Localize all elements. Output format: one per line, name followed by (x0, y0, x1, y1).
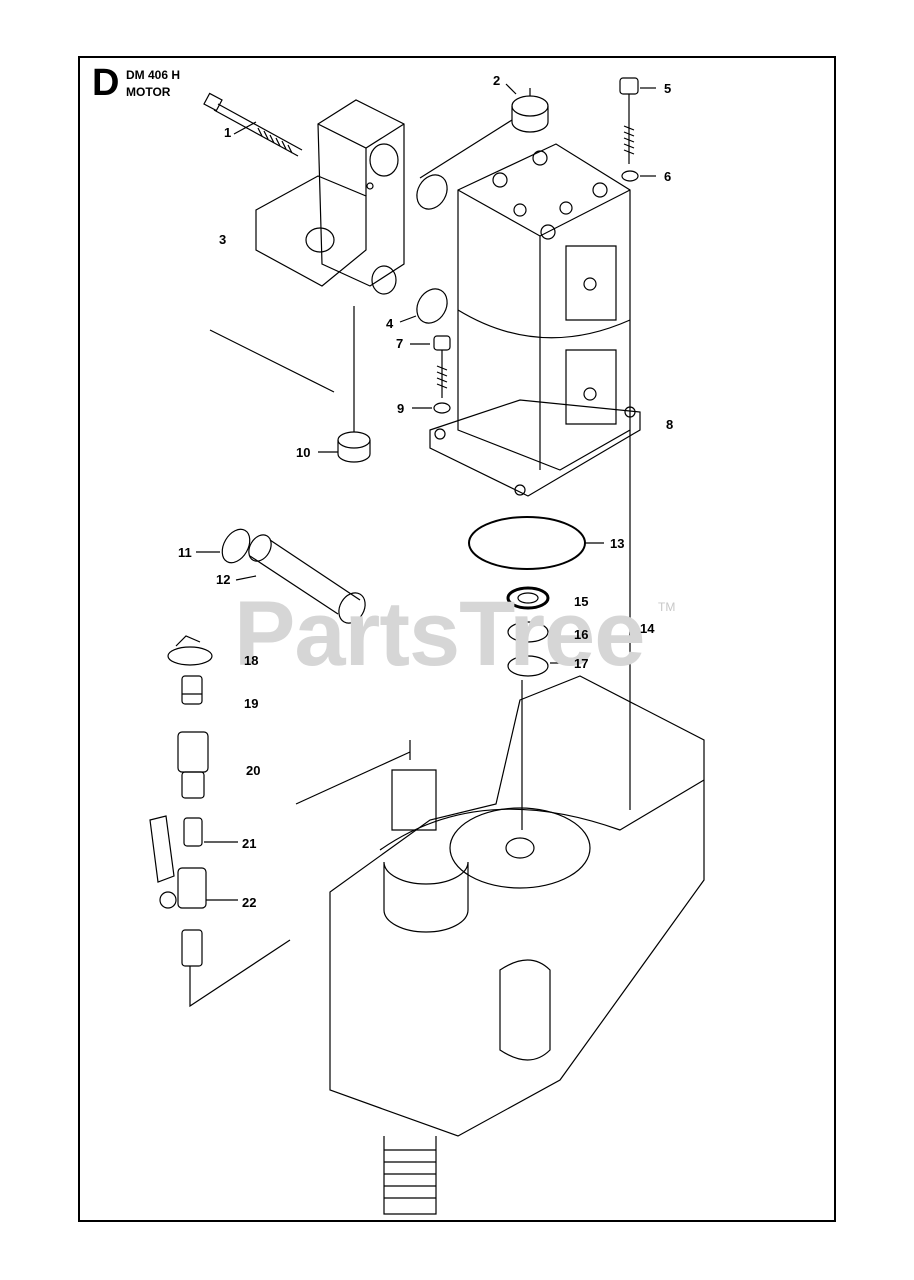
part-9-washer[interactable] (434, 403, 450, 413)
callout-11[interactable]: 11 (178, 545, 192, 560)
callout-22[interactable]: 22 (242, 895, 257, 910)
part-21-nipple[interactable] (184, 818, 202, 846)
gear-housing[interactable] (330, 676, 704, 1214)
callout-1[interactable]: 1 (224, 125, 232, 140)
part-18-hose-clamp[interactable] (168, 636, 212, 665)
diagram-frame (78, 56, 836, 1222)
callout-12[interactable]: 12 (216, 572, 231, 587)
part-15-bearing-seal[interactable] (508, 588, 548, 608)
callout-17[interactable]: 17 (574, 656, 589, 671)
callout-13[interactable]: 13 (610, 536, 625, 551)
part-5-screw[interactable] (620, 78, 638, 164)
part-2-plug[interactable] (420, 88, 548, 178)
model-number: DM 406 H (126, 68, 181, 82)
callout-4[interactable]: 4 (386, 316, 394, 331)
part-1-bolt[interactable] (204, 93, 302, 156)
part-17-circlip[interactable] (508, 656, 548, 676)
callout-3[interactable]: 3 (219, 232, 227, 247)
part-20-coupling[interactable] (178, 732, 208, 798)
part-22-ball-valve[interactable] (150, 816, 290, 1006)
diagram-subtitle: MOTOR (126, 85, 171, 99)
callout-5[interactable]: 5 (664, 81, 672, 96)
part-19-hose-nipple[interactable] (182, 676, 202, 704)
motor-body[interactable] (430, 144, 640, 496)
callout-7[interactable]: 7 (396, 336, 404, 351)
part-10-plug[interactable] (338, 306, 370, 462)
part-16-washer[interactable] (508, 622, 548, 642)
part-7-screw[interactable] (434, 336, 450, 398)
part-4-o-rings[interactable] (411, 169, 453, 328)
assembly-line-1 (210, 330, 334, 392)
assembly-line-2 (296, 752, 410, 804)
callout-18[interactable]: 18 (244, 653, 259, 668)
callout-15[interactable]: 15 (574, 594, 589, 609)
watermark: PartsTree (234, 583, 645, 685)
callout-2[interactable]: 2 (493, 73, 501, 88)
callout-9[interactable]: 9 (397, 401, 405, 416)
part-13-seal-ring[interactable] (469, 517, 585, 569)
part-12-sleeve[interactable] (244, 531, 370, 628)
leader-lines (196, 84, 656, 900)
callout-21[interactable]: 21 (242, 836, 257, 851)
callout-20[interactable]: 20 (246, 763, 261, 778)
callout-10[interactable]: 10 (296, 445, 311, 460)
part-6-washer[interactable] (622, 171, 638, 181)
callout-14[interactable]: 14 (640, 621, 655, 636)
callout-16[interactable]: 16 (574, 627, 589, 642)
watermark-trademark: TM (658, 600, 676, 614)
callout-19[interactable]: 19 (244, 696, 259, 711)
callout-6[interactable]: 6 (664, 169, 672, 184)
section-letter: D (92, 62, 120, 104)
part-3-manifold-block[interactable] (256, 100, 404, 294)
part-11-o-ring[interactable] (217, 524, 256, 567)
callout-8[interactable]: 8 (666, 417, 674, 432)
